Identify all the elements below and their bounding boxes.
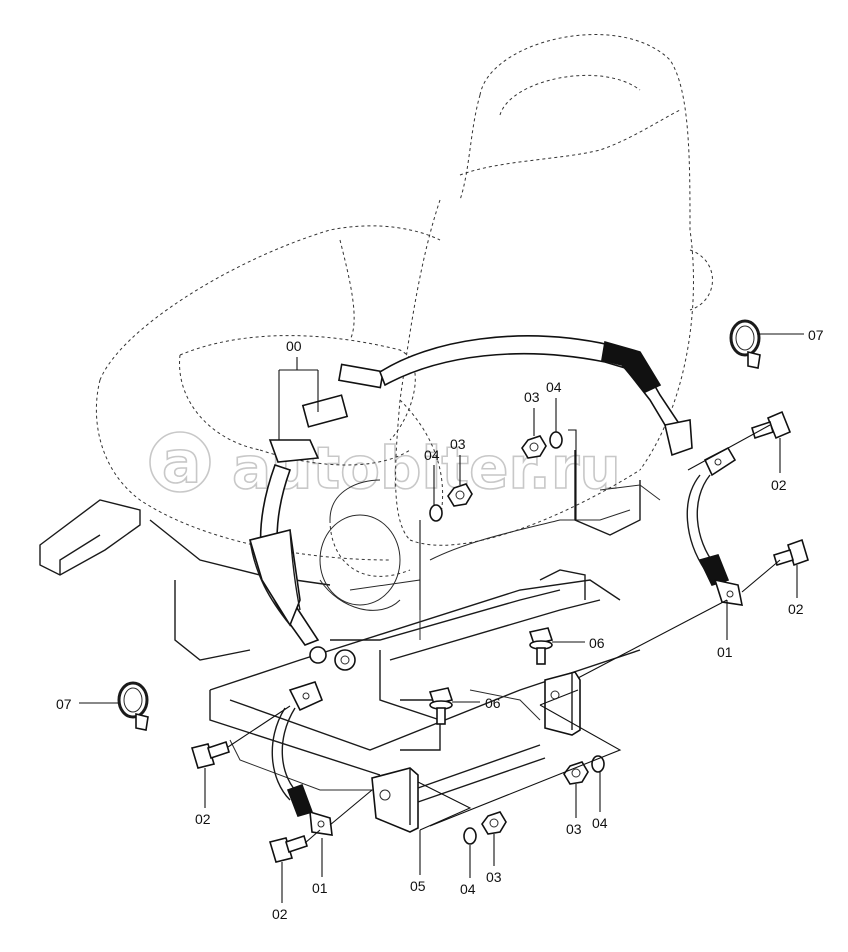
part-06-flange-bolts xyxy=(428,627,554,725)
label-05: 05 xyxy=(410,878,426,894)
nut-03-d xyxy=(481,811,507,835)
clip-07-top-right xyxy=(729,319,761,369)
label-07-left: 07 xyxy=(56,696,72,712)
label-03-a: 03 xyxy=(450,436,466,452)
label-02-right-top: 02 xyxy=(771,477,787,493)
seat-mechanism xyxy=(319,479,401,611)
bolt-02-mid-right xyxy=(773,538,809,567)
label-03-b: 03 xyxy=(524,389,540,405)
part-01-ground-cable-left xyxy=(271,681,333,836)
label-04-b: 04 xyxy=(546,379,562,395)
label-03-d: 03 xyxy=(486,869,502,885)
watermark-logo-letter: a xyxy=(162,428,201,496)
seat-cushion xyxy=(95,225,441,577)
label-06-lower: 06 xyxy=(485,695,501,711)
part-labels: 00 07 07 02 02 01 02 02 01 06 06 04 03 0… xyxy=(56,327,824,922)
leader-lines xyxy=(79,333,804,903)
label-01-left: 01 xyxy=(312,880,328,896)
bolt-06-lower xyxy=(428,687,454,725)
label-04-a: 04 xyxy=(424,447,440,463)
nut-03-a xyxy=(447,483,473,507)
washer-04-b xyxy=(549,431,563,449)
label-04-d: 04 xyxy=(460,881,476,897)
washer-04-d xyxy=(463,827,477,845)
part-01-ground-cable-right xyxy=(686,446,744,606)
seat-backrest xyxy=(395,34,713,546)
part-07-clips xyxy=(117,319,761,731)
nut-03-c xyxy=(563,761,589,785)
washer-04-a xyxy=(429,504,443,522)
part-03-nuts xyxy=(447,435,589,835)
clip-07-left xyxy=(117,681,149,731)
label-03-c: 03 xyxy=(566,821,582,837)
label-00: 00 xyxy=(286,338,302,354)
part-00-seat-belt xyxy=(248,335,693,671)
label-07-right: 07 xyxy=(808,327,824,343)
nut-03-b xyxy=(521,435,547,459)
bolt-06-upper xyxy=(528,627,554,665)
bolt-02-top-right xyxy=(751,410,792,440)
bolt-02-left xyxy=(190,740,230,769)
label-06-upper: 06 xyxy=(589,635,605,651)
label-04-c: 04 xyxy=(592,815,608,831)
label-02-left: 02 xyxy=(195,811,211,827)
label-02-bottom-left: 02 xyxy=(272,906,288,922)
bolt-02-bottom-left xyxy=(268,834,308,863)
label-02-right-mid: 02 xyxy=(788,601,804,617)
label-01-right: 01 xyxy=(717,644,733,660)
part-05-bracket xyxy=(371,671,581,833)
